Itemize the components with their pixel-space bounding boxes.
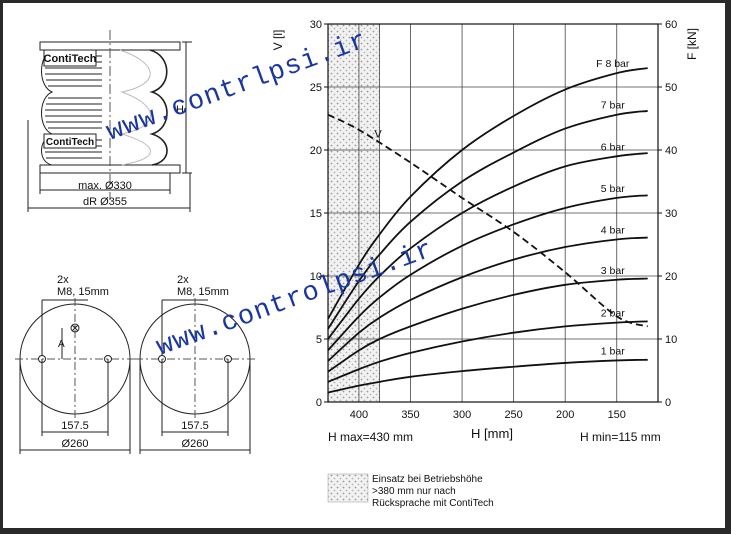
plate-1-air-inlet (70, 323, 80, 333)
volume-curve (327, 113, 648, 328)
force-curve-label: 2 bar (601, 308, 625, 320)
height-label: H (176, 104, 184, 116)
force-curve-label: 7 bar (601, 100, 625, 112)
brand-label-box (43, 49, 97, 67)
y-left-tick-label: 30 (310, 19, 322, 31)
hatch-note-line-2: >380 mm nur nach (372, 486, 456, 497)
y-left-tick-label: 0 (316, 397, 322, 409)
force-curve-8 (327, 67, 648, 320)
x-tick-label: 150 (608, 409, 626, 421)
volume-curve-label: V (374, 128, 382, 140)
plate-2-bolt-spec: M8, 15mm (177, 286, 229, 298)
x-tick-label: 350 (401, 409, 419, 421)
force-curve-4 (327, 236, 648, 362)
y-right-tick-label: 50 (665, 82, 677, 94)
y-left-tick-label: 5 (316, 334, 322, 346)
plate-2 (135, 298, 255, 454)
y-right-tick-label: 60 (665, 19, 677, 31)
y-right-tick-label: 30 (665, 208, 677, 220)
brand-label-2: ContiTech (46, 137, 94, 148)
chart-grid (328, 24, 658, 402)
y-left-tick-label: 25 (310, 82, 322, 94)
y-right-tick-label: 40 (665, 145, 677, 157)
chart-series: 1 bar 2 bar 3 bar 4 bar 5 bar 6 bar 7 bar F 8 b… (327, 58, 648, 394)
force-curve-label: 5 bar (601, 183, 625, 195)
x-axis-label: H [mm] (471, 426, 513, 441)
x-tick-label: 300 (453, 409, 471, 421)
characteristic-chart: 1 bar 2 bar 3 bar 4 bar 5 bar 6 bar 7 bar F 8 b… (271, 19, 699, 509)
plate-1-holes-count: 2x (57, 274, 69, 286)
force-curve-label: 1 bar (601, 345, 625, 357)
force-curve-label: 3 bar (601, 265, 625, 277)
force-curve-label: 4 bar (601, 224, 625, 236)
brand-label: ContiTech (44, 53, 97, 65)
plate-2-diameter: Ø260 (182, 438, 209, 450)
force-curve-label: 6 bar (601, 141, 625, 153)
hmin-label: H min=115 mm (580, 430, 661, 444)
y-right-tick-label: 20 (665, 271, 677, 283)
dim-dr-label: dR Ø355 (83, 196, 127, 208)
force-curve-label: F 8 bar (596, 58, 630, 70)
y-right-tick-label: 10 (665, 334, 677, 346)
dim-max-label: max. Ø330 (78, 180, 132, 192)
y-left-tick-label: 20 (310, 145, 322, 157)
hmax-label: H max=430 mm (328, 430, 413, 444)
y-left-tick-label: 10 (310, 271, 322, 283)
brand-label-box-2 (43, 133, 97, 149)
plate-2-holes-count: 2x (177, 274, 189, 286)
x-tick-label: 200 (556, 409, 574, 421)
x-tick-label: 250 (504, 409, 522, 421)
hatch-note-line-3: Rücksprache mit ContiTech (372, 498, 494, 509)
plate-1-axis-label: A (58, 339, 65, 350)
plate-1-bolt-spec: M8, 15mm (57, 286, 109, 298)
hatch-legend-swatch (327, 473, 369, 503)
y-axis-right-label: F [kN] (685, 28, 699, 60)
hidden-profile (119, 49, 151, 166)
x-tick-label: 400 (350, 409, 368, 421)
force-curve-6 (327, 152, 648, 340)
hatch-note-line-1: Einsatz bei Betriebshöhe (372, 474, 483, 485)
force-curve-7 (327, 110, 648, 330)
plate-1-diameter: Ø260 (62, 438, 89, 450)
y-axis-left-label: V [l] (271, 30, 285, 51)
watermark-bottom: www.controlpsi.ir (153, 235, 438, 363)
y-left-tick-label: 15 (310, 208, 322, 220)
force-curve-1 (327, 358, 648, 394)
y-right-tick-label: 0 (665, 397, 671, 409)
right-profile (149, 49, 168, 166)
force-curve-2 (327, 320, 648, 383)
force-curve-3 (327, 277, 648, 373)
force-curve-5 (327, 194, 648, 351)
plate-2-spacing: 157.5 (181, 420, 209, 432)
plate-1-spacing: 157.5 (61, 420, 89, 432)
plate-1 (15, 298, 135, 454)
